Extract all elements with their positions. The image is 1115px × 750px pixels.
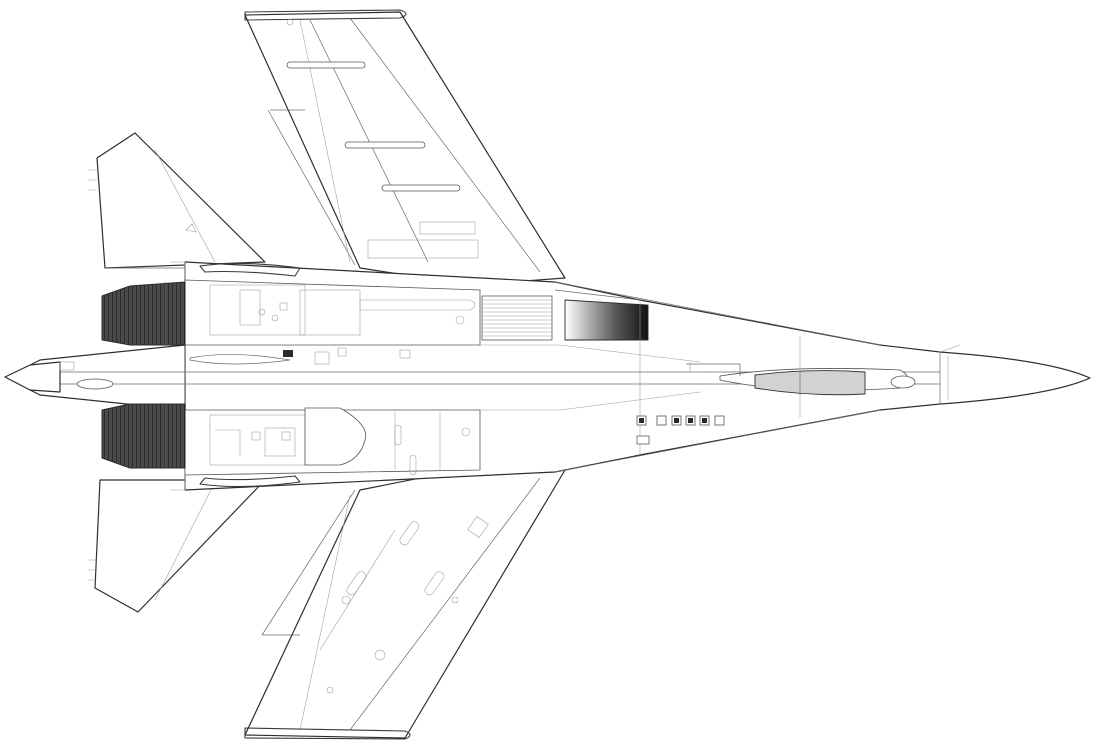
intake-mouth (564, 299, 649, 341)
upper-pylon-2 (344, 141, 426, 149)
lower-wingtip-rail (244, 727, 411, 740)
lower-engine-nozzle (101, 403, 186, 469)
vertical-tail-roots (189, 262, 301, 488)
lower-wing (244, 467, 566, 740)
fuselage (4, 261, 1091, 491)
intake-ramp-slats (482, 299, 552, 337)
upper-engine-nozzle (101, 281, 186, 346)
upper-horizontal-stabilizer (88, 132, 266, 269)
upper-pylon-3 (381, 184, 461, 192)
avionics-hatches (283, 350, 725, 445)
tail-stinger (4, 361, 61, 393)
upper-pylon-1 (286, 61, 366, 69)
lower-horizontal-stabilizer (88, 479, 266, 613)
upper-wing (244, 9, 566, 286)
engine-nozzles (101, 281, 186, 469)
intake-ramp-grille (481, 295, 553, 341)
upper-wingtip-rail (244, 9, 407, 21)
canopy (754, 370, 866, 396)
